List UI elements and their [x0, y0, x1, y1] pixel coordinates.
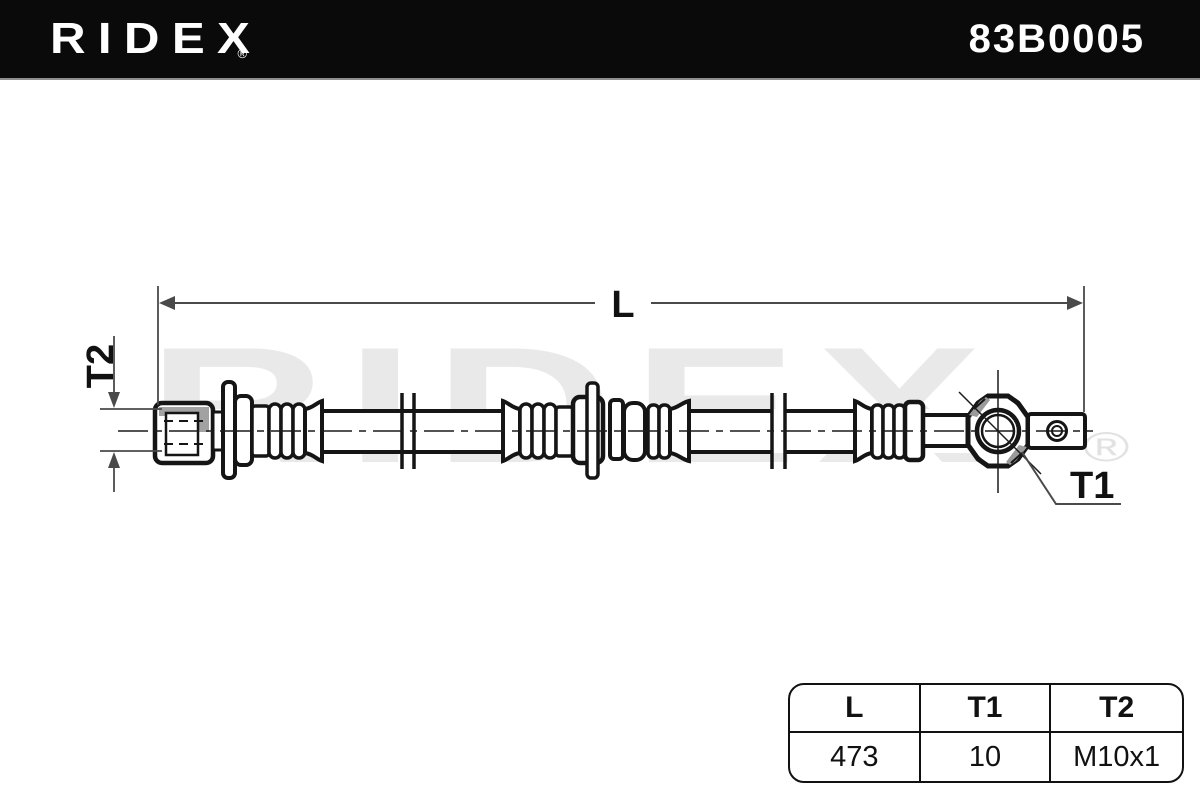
registered-trademark-icon: ®	[237, 46, 248, 61]
banjo-shading	[1006, 445, 1027, 465]
leader-T1	[1021, 451, 1121, 505]
spec-table-header-T1: T1	[920, 685, 1052, 733]
arrow-down-icon	[108, 392, 120, 408]
spec-table-value-L: 473	[790, 733, 921, 781]
hose-segment-2	[689, 393, 855, 469]
spec-table-header-T2: T2	[1051, 685, 1182, 733]
spec-table-value-T1: 10	[921, 733, 1052, 781]
spec-table-value-T2: M10x1	[1073, 740, 1161, 773]
part-number: 83B0005	[968, 17, 1145, 61]
label-T2: T2	[80, 344, 122, 388]
left-fitting-nut	[152, 400, 225, 466]
brand-logo-text: RIDEX	[50, 14, 263, 63]
banjo-shading	[969, 397, 990, 417]
brand-logo: RIDEX ®	[50, 17, 250, 61]
label-T1: T1	[1070, 465, 1114, 507]
arrow-left-icon	[159, 296, 175, 310]
label-L: L	[611, 284, 634, 326]
right-corrugation	[853, 398, 972, 464]
spec-table-header-L: L	[790, 685, 921, 733]
arrow-up-icon	[108, 452, 120, 468]
spec-table: L T1 T2 473 10 M10x1	[788, 683, 1184, 783]
watermark-registered-icon: ®	[1083, 424, 1129, 470]
dimension-L	[157, 286, 1085, 412]
arrow-right-icon	[1067, 296, 1083, 310]
header-bar: RIDEX ® 83B0005	[0, 0, 1200, 80]
dimension-T2	[100, 336, 162, 492]
